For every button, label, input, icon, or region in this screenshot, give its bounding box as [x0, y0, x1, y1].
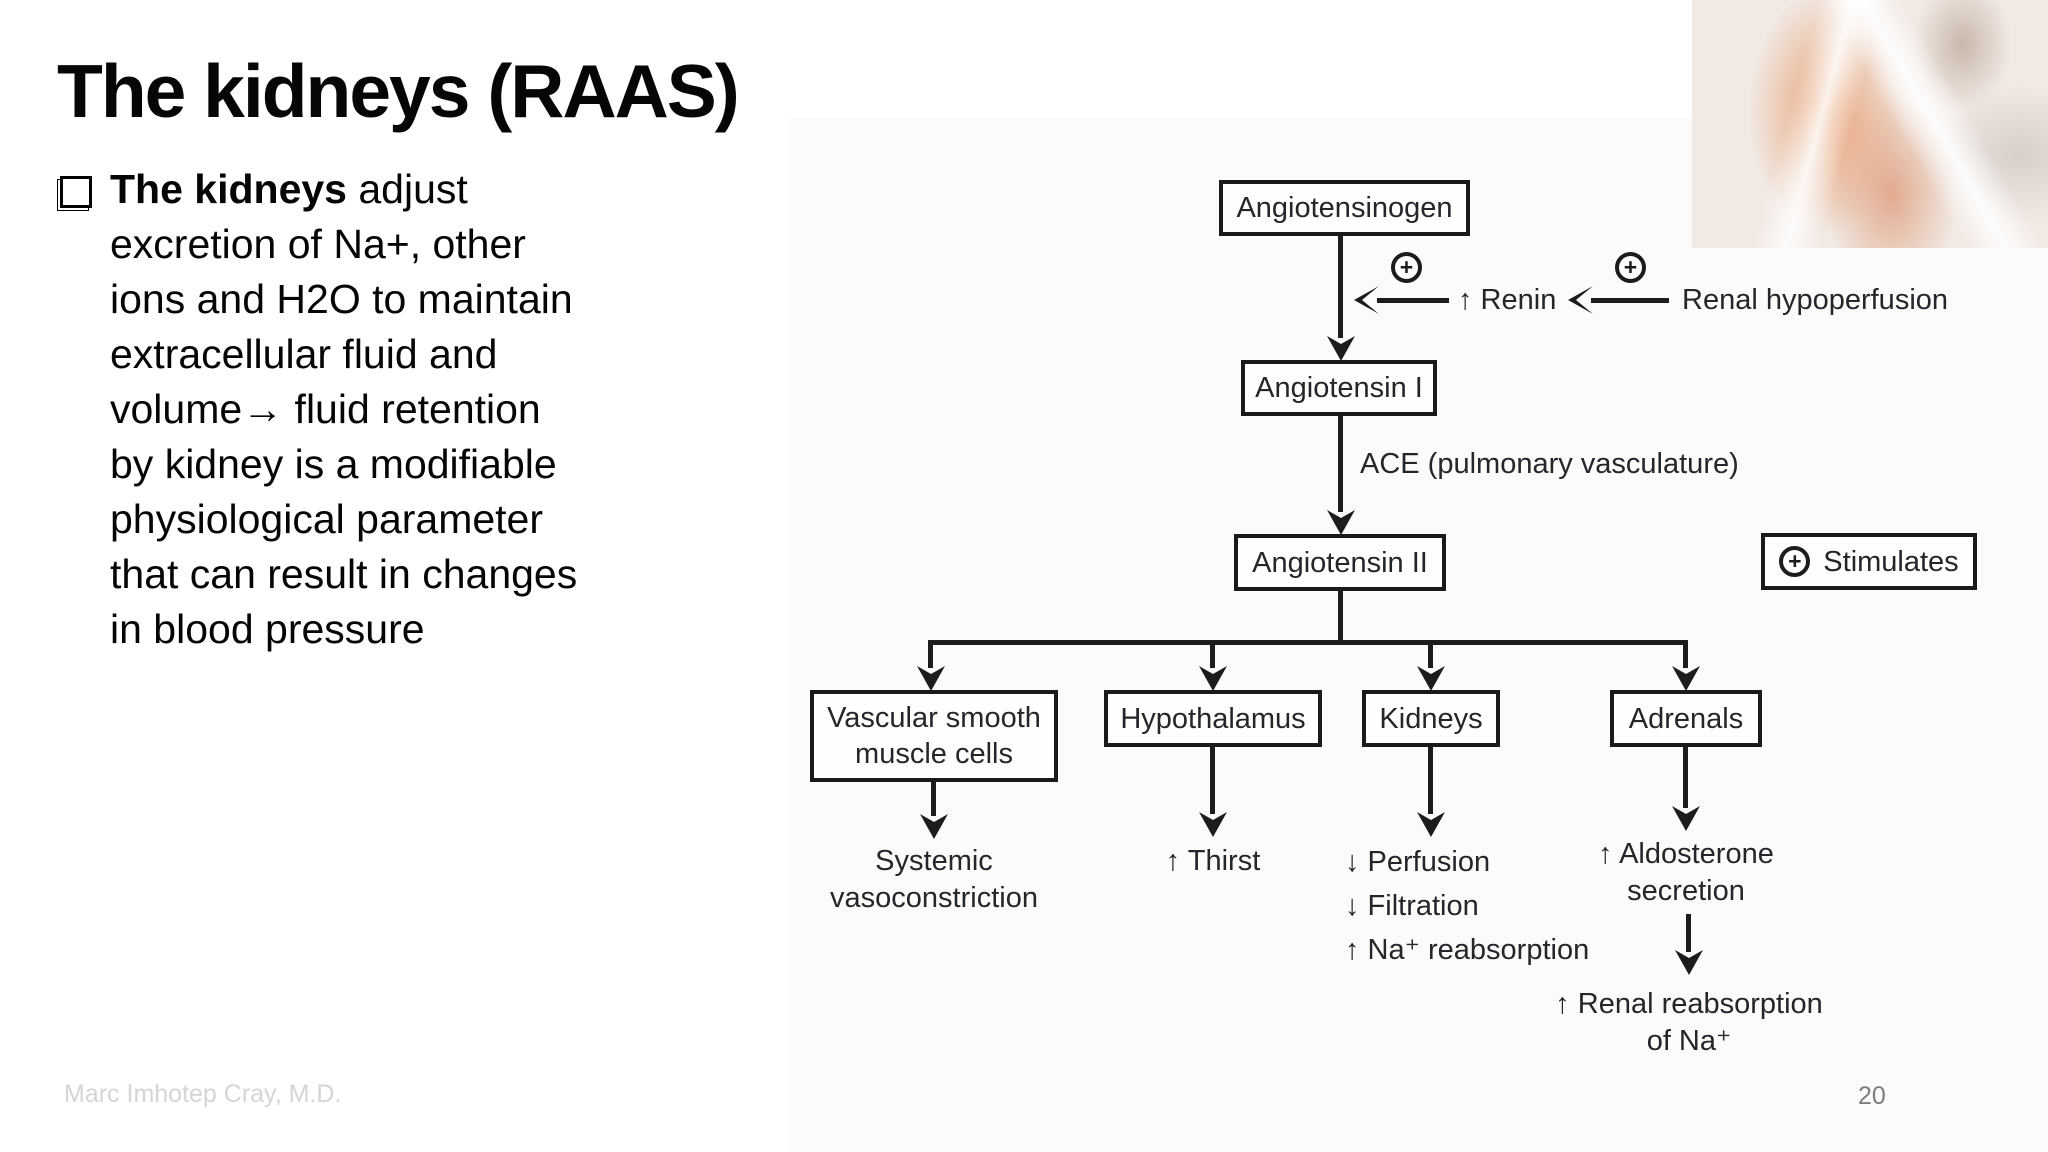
flow-drop-vascular [928, 640, 933, 668]
label-systemic-line2: vasoconstriction [830, 882, 1038, 914]
flow-branch-line [931, 640, 1688, 645]
figure-scan-background [788, 118, 2048, 1152]
flow-drop-kidneys [1428, 640, 1433, 668]
box-angiotensin-ii: Angiotensin II [1234, 534, 1446, 591]
bullet-line: that can result in changes [110, 551, 578, 597]
legend-stimulates-label: Stimulates [1823, 545, 1959, 578]
flow-line-angiotensinogen-to-angiotensin1 [1338, 236, 1343, 338]
flow-line-hypothalamus-outcome [1210, 747, 1215, 814]
bullet-line-rest: adjust [346, 166, 468, 212]
checkbox-bullet-icon [60, 176, 92, 208]
box-angiotensin-i-label: Angiotensin I [1255, 372, 1423, 404]
bullet-line-bold: The kidneys [110, 166, 347, 212]
box-vascular-smooth-muscle: Vascular smooth muscle cells [810, 690, 1058, 782]
box-hypothalamus-label: Hypothalamus [1120, 702, 1306, 735]
footer-author: Marc Imhotep Cray, M.D. [64, 1080, 342, 1108]
flow-line-kidneys-outcome [1428, 747, 1433, 814]
page-number: 20 [1858, 1082, 1886, 1110]
bullet-line: ions and H2O to maintain [110, 276, 573, 322]
label-filtration: ↓ Filtration [1345, 890, 1479, 922]
flow-drop-hypothalamus [1210, 640, 1215, 668]
flow-line-hypoperfusion-arrow [1591, 298, 1669, 303]
box-hypothalamus: Hypothalamus [1104, 690, 1322, 747]
anatomical-photo [1692, 0, 2048, 248]
label-ace: ACE (pulmonary vasculature) [1360, 448, 1739, 480]
label-perfusion: ↓ Perfusion [1345, 846, 1491, 878]
box-angiotensinogen: Angiotensinogen [1219, 180, 1470, 236]
label-renal-reabsorption: ↑ Renal reabsorption of Na⁺ [1539, 986, 1839, 1060]
flow-drop-adrenals [1683, 640, 1688, 668]
bullet-line: extracellular fluid and [110, 331, 498, 377]
box-adrenals: Adrenals [1610, 690, 1762, 747]
bullet-block: The kidneys adjust excretion of Na+, oth… [57, 162, 657, 657]
slide-title: The kidneys (RAAS) [57, 49, 740, 133]
plus-circle-icon: + [1391, 252, 1422, 283]
box-angiotensinogen-label: Angiotensinogen [1236, 192, 1453, 224]
label-systemic-line1: Systemic [875, 845, 993, 877]
bullet-line: excretion of Na+, other [110, 221, 526, 267]
label-systemic-vasoconstriction: Systemic vasoconstriction [810, 843, 1058, 917]
legend-stimulates: + Stimulates [1761, 533, 1977, 590]
bullet-line: in blood pressure [110, 606, 425, 652]
label-kidney-effects: ↓ Perfusion ↓ Filtration ↑ Na⁺ reabsorpt… [1345, 840, 1589, 972]
flow-line-renin-arrow [1377, 298, 1449, 303]
bullet-line: The kidneys adjust [110, 162, 657, 217]
box-kidneys: Kidneys [1362, 690, 1500, 747]
label-aldosterone-line2: secretion [1627, 875, 1745, 907]
label-renal-hypoperfusion: Renal hypoperfusion [1682, 284, 1949, 316]
label-na-reabsorption: ↑ Na⁺ reabsorption [1345, 934, 1590, 966]
label-aldosterone-line1: ↑ Aldosterone [1598, 838, 1774, 870]
plus-sign: + [1623, 254, 1638, 280]
plus-sign: + [1399, 254, 1414, 280]
bullet-line: physiological parameter [110, 496, 544, 542]
flow-line-angiotensin1-to-angiotensin2 [1338, 416, 1343, 512]
box-angiotensin-i: Angiotensin I [1241, 360, 1437, 416]
label-aldosterone-secretion: ↑ Aldosterone secretion [1578, 836, 1794, 910]
flow-line-angiotensin2-to-branch [1338, 591, 1343, 643]
label-thirst: ↑ Thirst [1165, 845, 1261, 877]
bullet-line: volume→ fluid retention [110, 386, 541, 432]
bullet-line: by kidney is a modifiable [110, 441, 557, 487]
box-adrenals-label: Adrenals [1628, 702, 1744, 735]
label-renal-reabsorption-line2: of Na⁺ [1646, 1025, 1732, 1057]
flow-line-adrenals-outcome [1683, 747, 1688, 808]
box-kidneys-label: Kidneys [1379, 702, 1483, 735]
box-vascular-label-line2: muscle cells [855, 738, 1013, 770]
box-vascular-label-line1: Vascular smooth [827, 702, 1041, 734]
bullet-text: The kidneys adjust excretion of Na+, oth… [110, 162, 657, 657]
plus-circle-icon: + [1615, 252, 1646, 283]
label-renin: ↑ Renin [1458, 284, 1557, 316]
flow-line-vascular-outcome [931, 782, 936, 816]
plus-sign: + [1788, 548, 1802, 574]
label-renal-reabsorption-line1: ↑ Renal reabsorption [1555, 988, 1823, 1020]
flow-line-aldosterone-to-reabsorption [1686, 914, 1691, 952]
box-angiotensin-ii-label: Angiotensin II [1252, 546, 1428, 579]
plus-circle-icon: + [1779, 546, 1811, 577]
